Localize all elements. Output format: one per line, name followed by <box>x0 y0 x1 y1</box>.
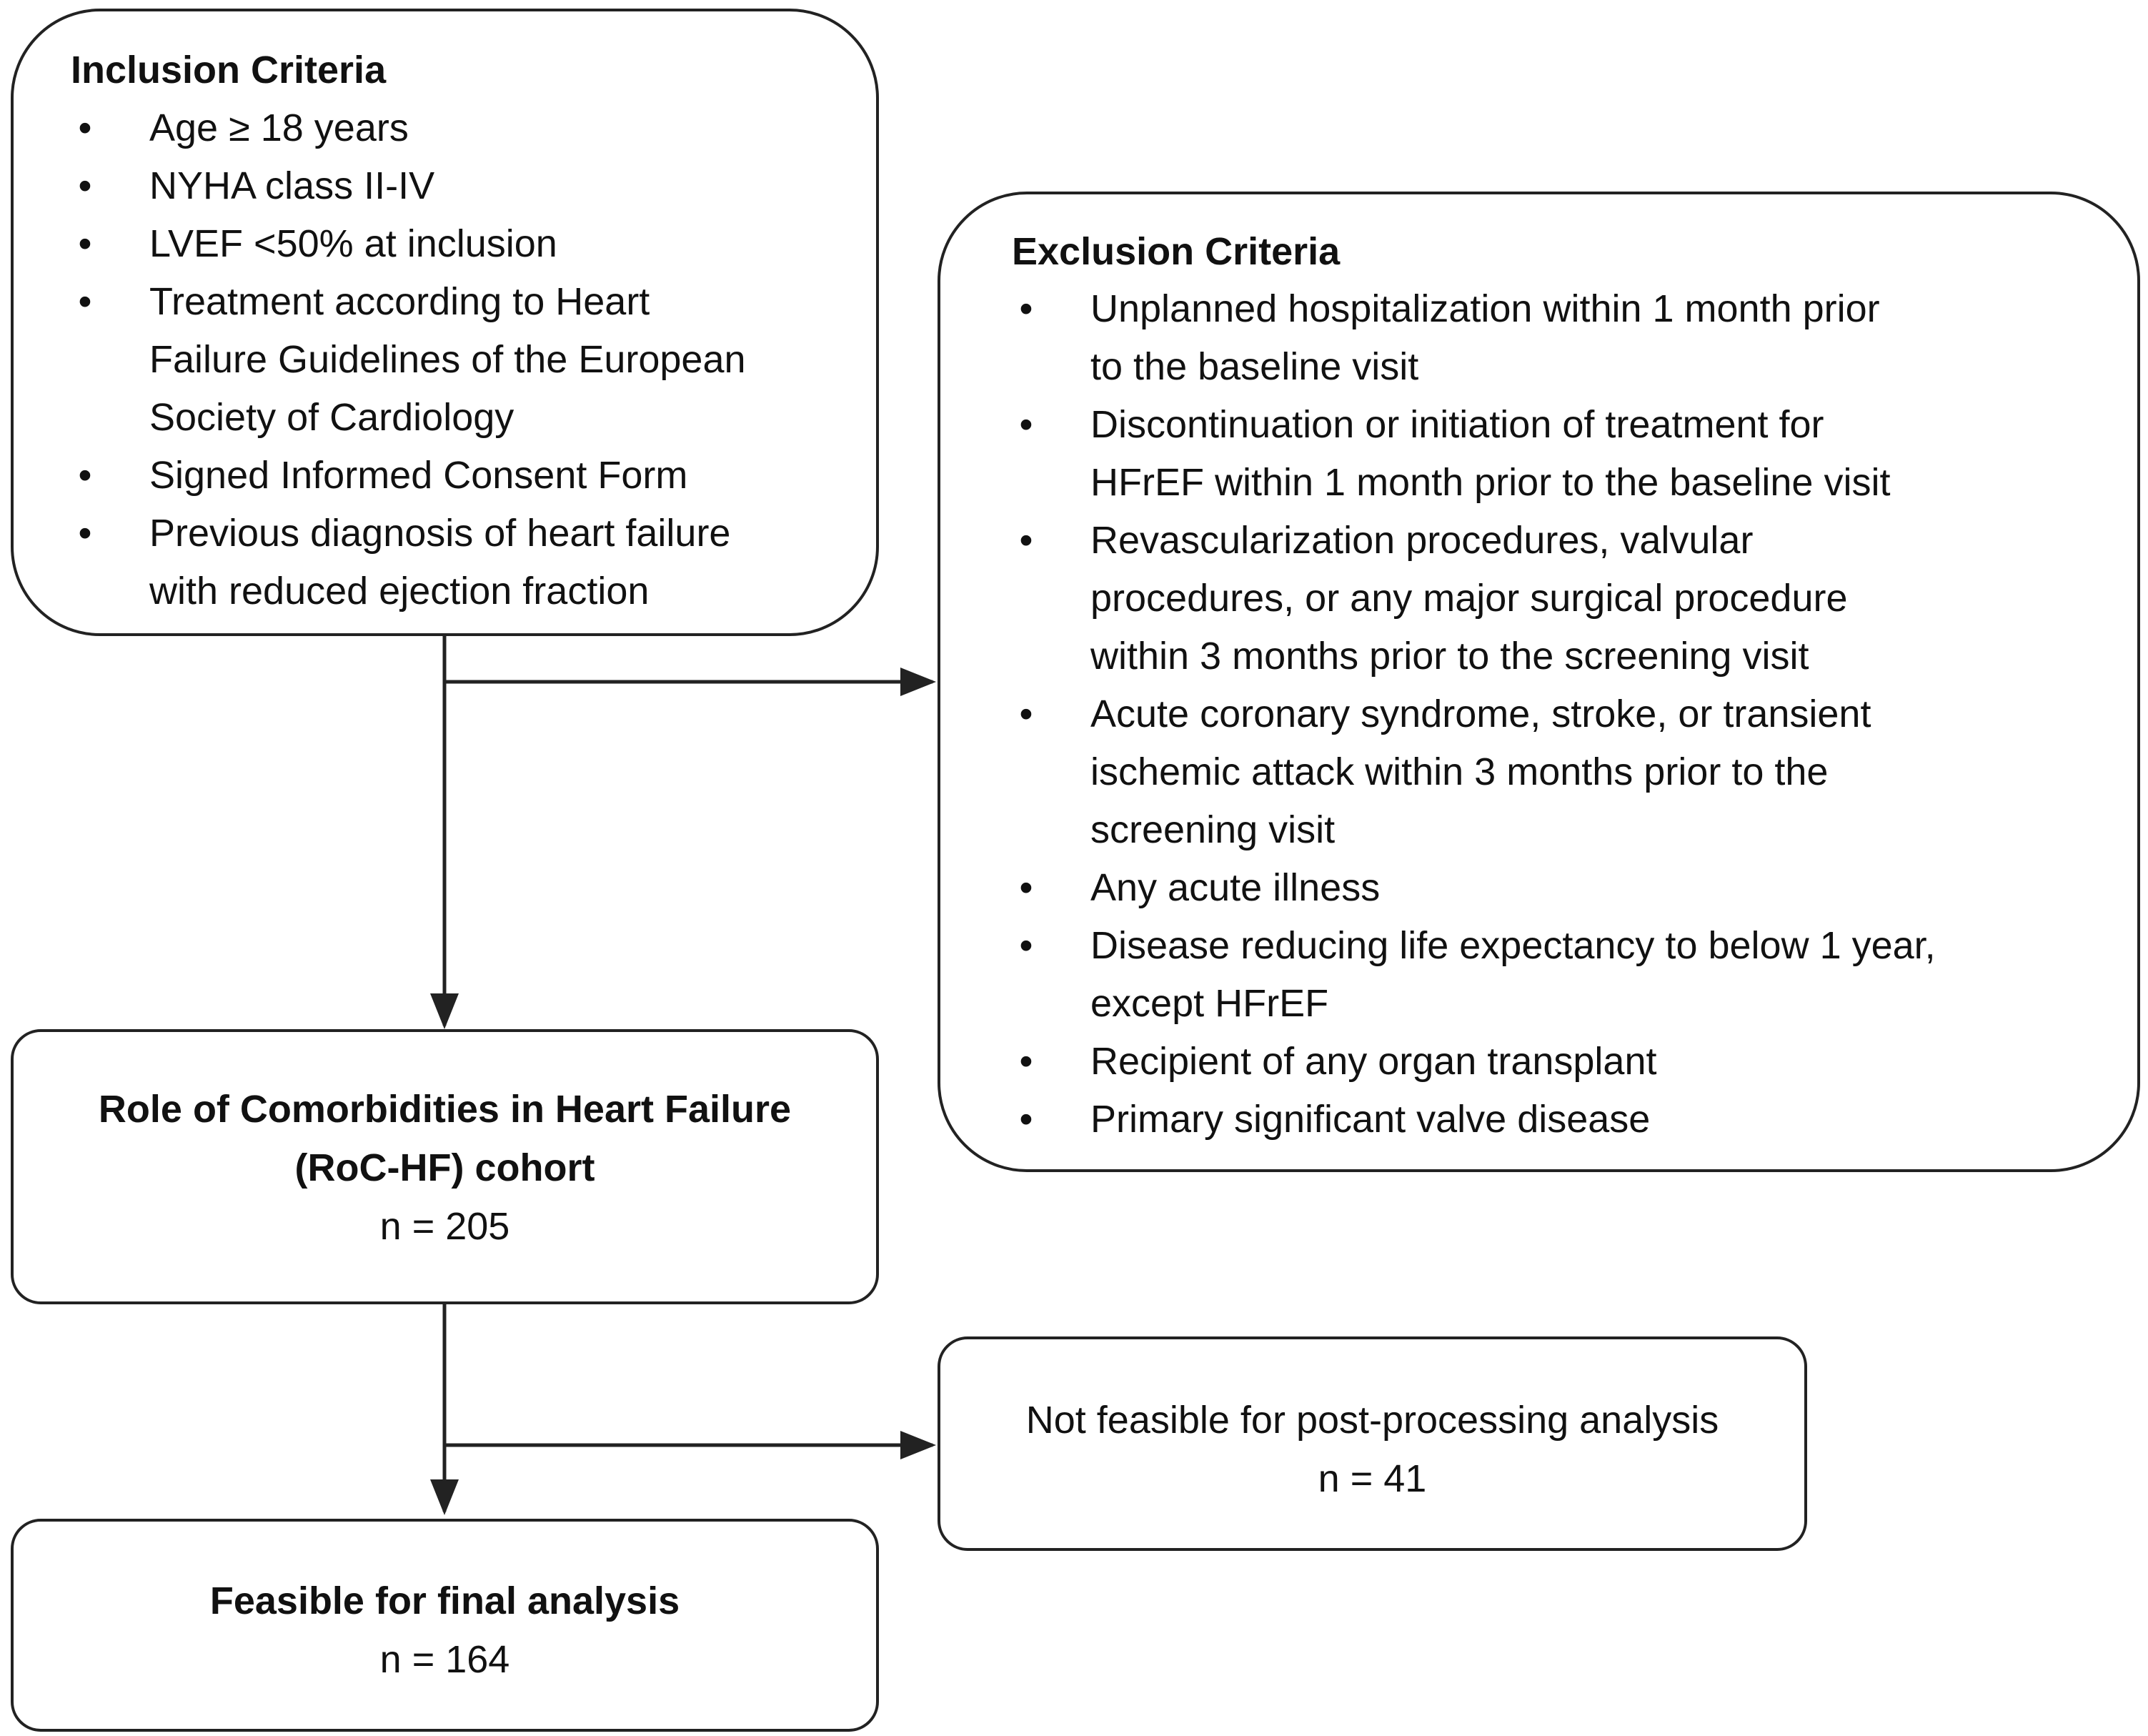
bullet: • <box>78 512 92 555</box>
bullet: • <box>1019 924 1033 967</box>
inclusion-item: • Treatment according to Heart Failure G… <box>71 273 855 447</box>
not-feasible-box: Not feasible for post-processing analysi… <box>938 1336 1807 1551</box>
bullet: • <box>1019 1040 1033 1083</box>
exclusion-item: • Primary significant valve disease <box>1012 1091 2123 1149</box>
not-feasible-count: n = 41 <box>1318 1457 1427 1500</box>
inclusion-item: • NYHA class II-IV <box>71 157 855 215</box>
inclusion-criteria-box: Inclusion Criteria • Age ≥ 18 years • NY… <box>11 9 879 636</box>
exclusion-item: • Discontinuation or initiation of treat… <box>1012 396 2123 512</box>
cohort-count: n = 205 <box>379 1205 510 1248</box>
exclusion-item: • Acute coronary syndrome, stroke, or tr… <box>1012 685 2123 859</box>
exclusion-criteria-box: Exclusion Criteria • Unplanned hospitali… <box>938 192 2140 1172</box>
final-analysis-title: Feasible for final analysis <box>209 1579 680 1622</box>
exclusion-item: • Any acute illness <box>1012 859 2123 917</box>
inclusion-criteria-list: • Age ≥ 18 years • NYHA class II-IV • LV… <box>71 99 855 620</box>
cohort-title-line2: (RoC-HF) cohort <box>294 1146 595 1189</box>
cohort-title-line1: Role of Comorbidities in Heart Failure <box>98 1088 792 1131</box>
exclusion-item: • Revascularization procedures, valvular… <box>1012 512 2123 685</box>
not-feasible-label: Not feasible for post-processing analysi… <box>1025 1399 1719 1442</box>
bullet: • <box>1019 693 1033 735</box>
bullet: • <box>1019 519 1033 562</box>
exclusion-criteria-title: Exclusion Criteria <box>1012 230 1341 273</box>
inclusion-item: • Age ≥ 18 years <box>71 99 855 157</box>
final-analysis-box: Feasible for final analysis n = 164 <box>11 1519 879 1732</box>
inclusion-item: • Previous diagnosis of heart failure wi… <box>71 505 855 620</box>
bullet: • <box>78 222 92 265</box>
bullet: • <box>78 164 92 207</box>
bullet: • <box>1019 866 1033 909</box>
cohort-box: Role of Comorbidities in Heart Failure (… <box>11 1029 879 1304</box>
bullet: • <box>1019 403 1033 446</box>
final-analysis-count: n = 164 <box>379 1638 510 1681</box>
bullet: • <box>1019 287 1033 330</box>
exclusion-item: • Disease reducing life expectancy to be… <box>1012 917 2123 1033</box>
inclusion-criteria-title: Inclusion Criteria <box>71 49 387 91</box>
bullet: • <box>78 280 92 323</box>
inclusion-item: • Signed Informed Consent Form <box>71 447 855 505</box>
bullet: • <box>78 454 92 497</box>
exclusion-item: • Recipient of any organ transplant <box>1012 1033 2123 1091</box>
exclusion-item: • Unplanned hospitalization within 1 mon… <box>1012 280 2123 396</box>
bullet: • <box>1019 1098 1033 1141</box>
inclusion-item: • LVEF <50% at inclusion <box>71 215 855 273</box>
bullet: • <box>78 106 92 149</box>
exclusion-criteria-list: • Unplanned hospitalization within 1 mon… <box>1012 280 2123 1149</box>
